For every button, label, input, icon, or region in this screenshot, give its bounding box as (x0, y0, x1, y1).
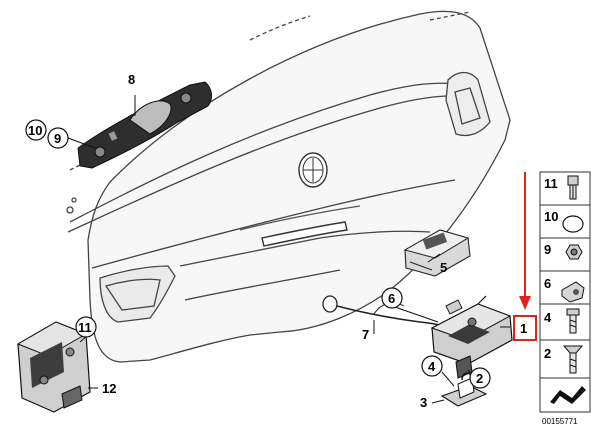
svg-text:4: 4 (428, 359, 436, 374)
svg-text:2: 2 (544, 346, 551, 361)
callout-9: 9 (47, 127, 69, 149)
striker-part (440, 372, 488, 407)
handle-strip (261, 221, 348, 247)
svg-text:8: 8 (128, 72, 135, 87)
svg-text:11: 11 (78, 320, 92, 335)
highlight-arrow (519, 172, 531, 310)
drawing-id: 00155771 (542, 417, 578, 426)
svg-text:9: 9 (544, 242, 551, 257)
parts-row-4: 4 (544, 308, 580, 334)
svg-text:6: 6 (544, 276, 551, 291)
parts-row-11: 11 (544, 175, 579, 200)
parts-row-10: 10 (544, 209, 584, 233)
callout-10: 10 (25, 119, 47, 141)
direction-arrow-icon (550, 386, 586, 404)
bulb-socket-icon (567, 175, 579, 200)
callout-12: 12 (102, 381, 116, 396)
callout-5: 5 (440, 260, 447, 275)
callout-4: 4 (421, 355, 443, 377)
hex-nut-icon (565, 244, 583, 260)
svg-text:10: 10 (28, 123, 42, 138)
callout-7: 7 (362, 327, 369, 342)
emblem-icon (298, 152, 328, 188)
cable-clip-icon (561, 281, 585, 303)
callout-2: 2 (469, 367, 491, 389)
callout-3: 3 (420, 395, 427, 410)
svg-text:11: 11 (544, 176, 558, 191)
lock-actuator-part (16, 321, 91, 413)
svg-text:12: 12 (102, 381, 116, 396)
parts-row-6: 6 (544, 276, 585, 303)
svg-text:7: 7 (362, 327, 369, 342)
parts-column: 11 10 9 6 (539, 171, 591, 413)
tailgate-lock-part (430, 295, 513, 379)
rear-camera-part (403, 229, 471, 277)
callout-11: 11 (75, 316, 97, 338)
svg-text:4: 4 (544, 310, 552, 325)
trim-panel-part (77, 81, 213, 169)
svg-text:5: 5 (440, 260, 447, 275)
callout-6: 6 (381, 287, 403, 309)
countersunk-screw-icon (562, 345, 584, 374)
cable-clip-part (445, 299, 463, 315)
svg-text:1: 1 (520, 321, 527, 336)
callout-8: 8 (128, 72, 135, 87)
torx-screw-icon (566, 308, 580, 334)
svg-text:6: 6 (388, 291, 395, 306)
svg-text:00155771: 00155771 (542, 417, 578, 426)
parts-row-9: 9 (544, 242, 583, 260)
round-cap-icon (562, 215, 584, 233)
parts-row-2: 2 (544, 345, 584, 374)
tailgate-outline (66, 10, 511, 363)
callout-1: 1 (513, 315, 537, 341)
svg-text:2: 2 (476, 371, 483, 386)
svg-text:3: 3 (420, 395, 427, 410)
svg-text:10: 10 (544, 209, 558, 224)
svg-text:9: 9 (54, 131, 61, 146)
